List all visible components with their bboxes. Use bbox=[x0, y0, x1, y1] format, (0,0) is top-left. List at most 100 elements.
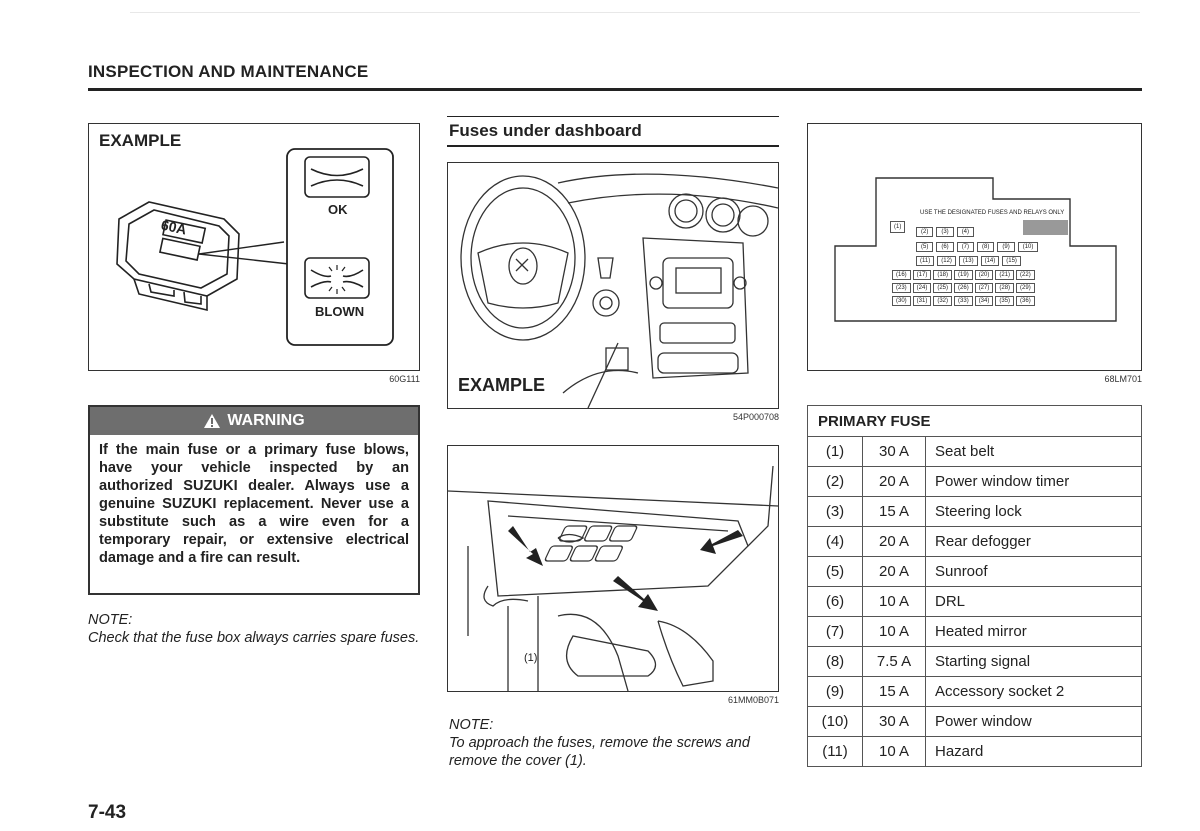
fuse-slot: (15) bbox=[1002, 256, 1021, 266]
page-number: 7-43 bbox=[88, 802, 127, 823]
fuse-slot: (22) bbox=[1016, 270, 1035, 280]
fuse-panel-figure: USE THE DESIGNATED FUSES AND RELAYS ONLY… bbox=[807, 123, 1142, 371]
fuse-slot: (36) bbox=[1016, 296, 1035, 306]
fuse-slot: (24) bbox=[912, 283, 932, 293]
fuse-circuit-name: DRL bbox=[925, 586, 1142, 617]
fuse-amperage: 7.5 A bbox=[862, 646, 926, 677]
fuse-slot-row-f: (30) (31) (32) (33) (34) (35) (36) bbox=[892, 296, 1035, 306]
fuse-panel-outline bbox=[834, 177, 1117, 322]
fuses-under-dashboard-heading: Fuses under dashboard bbox=[447, 116, 779, 147]
fuse-slot-row-b: (5) (6) (7) (8) (9) (10) bbox=[916, 242, 1039, 252]
fuse-slot-row-a: (2) (3) (4) bbox=[916, 227, 975, 237]
fuse-circuit-name: Hazard bbox=[925, 736, 1142, 767]
fuse-slot: (11) bbox=[916, 256, 935, 266]
fuse-illustration bbox=[116, 148, 394, 346]
figure-code: 61MM0B071 bbox=[727, 695, 779, 705]
warning-box: WARNING If the main fuse or a primary fu… bbox=[88, 405, 420, 595]
fuse-slot: (35) bbox=[995, 296, 1015, 306]
fuse-circuit-name: Seat belt bbox=[925, 436, 1142, 467]
warning-title: WARNING bbox=[227, 412, 305, 429]
fuse-circuit-name: Power window timer bbox=[925, 466, 1142, 497]
section-title: INSPECTION AND MAINTENANCE bbox=[88, 62, 369, 81]
fuse-slot: (9) bbox=[997, 242, 1015, 252]
fuse-slot: (1) bbox=[890, 221, 906, 233]
section-rule bbox=[88, 88, 1142, 91]
fuse-slot: (27) bbox=[974, 283, 994, 293]
fuse-slot: (14) bbox=[980, 256, 1000, 266]
fuse-slot: (7) bbox=[956, 242, 975, 252]
fuse-circuit-name: Rear defogger bbox=[925, 526, 1142, 557]
fuse-amperage: 30 A bbox=[862, 436, 926, 467]
fuse-slot: (4) bbox=[956, 227, 975, 237]
fuse-slot: (21) bbox=[995, 270, 1015, 280]
fuse-number: (4) bbox=[807, 526, 863, 557]
dashboard-figure: EXAMPLE bbox=[447, 162, 779, 409]
fuse-slot: (17) bbox=[912, 270, 932, 280]
fuse-circuit-name: Accessory socket 2 bbox=[925, 676, 1142, 707]
fuse-circuit-name: Power window bbox=[925, 706, 1142, 737]
fuse-slot: (16) bbox=[892, 270, 911, 280]
dashboard-illustration bbox=[460, 173, 778, 408]
fuse-circuit-name: Sunroof bbox=[925, 556, 1142, 587]
note-text: To approach the fuses, remove the screws… bbox=[449, 735, 750, 769]
figure-example-label: EXAMPLE bbox=[99, 131, 182, 150]
fuse-slot: (6) bbox=[936, 242, 954, 252]
fuse-slot: (18) bbox=[933, 270, 953, 280]
note-label: NOTE: bbox=[449, 717, 494, 733]
fuse-slot-row-d: (16) (17) (18) (19) (20) (21) (22) bbox=[892, 270, 1035, 280]
fuse-number: (1) bbox=[807, 436, 863, 467]
note-2: NOTE: To approach the fuses, remove the … bbox=[449, 716, 781, 770]
fuse-amperage: 15 A bbox=[862, 496, 926, 527]
section-heading: Fuses under dashboard bbox=[449, 121, 642, 140]
fuse-slot: (12) bbox=[937, 256, 956, 266]
note-text: Check that the fuse box always carries s… bbox=[88, 630, 420, 646]
fuse-slot: (5) bbox=[916, 242, 934, 252]
fuse-slot-row-c: (11) (12) (13) (14) (15) bbox=[916, 256, 1021, 266]
fuse-amperage: 30 A bbox=[862, 706, 926, 737]
fuse-slot: (8) bbox=[977, 242, 995, 252]
fuse-cover-figure: (1) bbox=[447, 445, 779, 692]
fuse-number: (3) bbox=[807, 496, 863, 527]
fuse-amperage: 10 A bbox=[862, 736, 926, 767]
blown-label: BLOWN bbox=[315, 304, 365, 319]
main-fuse-drawing bbox=[116, 201, 240, 312]
fuse-number: (6) bbox=[807, 586, 863, 617]
fuse-number: (9) bbox=[807, 676, 863, 707]
warning-header: WARNING bbox=[90, 407, 418, 435]
figure-code: 68LM701 bbox=[1104, 374, 1142, 384]
fuse-slot: (20) bbox=[974, 270, 994, 280]
fuse-slot: (26) bbox=[954, 283, 973, 293]
fuse-example-figure: EXAMPLE 60A OK BLOWN bbox=[88, 123, 420, 371]
fuse-number: (7) bbox=[807, 616, 863, 647]
fuse-slot: (3) bbox=[936, 227, 954, 237]
panel-caution-text: USE THE DESIGNATED FUSES AND RELAYS ONLY bbox=[920, 210, 1065, 216]
fuse-number: (8) bbox=[807, 646, 863, 677]
fuse-cover-illustration bbox=[448, 465, 778, 691]
fuse-amperage: 15 A bbox=[862, 676, 926, 707]
fuse-slot: (34) bbox=[974, 296, 994, 306]
fuse-amperage: 20 A bbox=[862, 466, 926, 497]
fuse-amperage: 10 A bbox=[862, 586, 926, 617]
fuse-circuit-name: Heated mirror bbox=[925, 616, 1142, 647]
fuse-slot: (30) bbox=[892, 296, 911, 306]
warning-text: If the main fuse or a primary fuse blows… bbox=[99, 442, 409, 566]
fuse-slot: (10) bbox=[1017, 242, 1039, 252]
fuse-circuit-name: Starting signal bbox=[925, 646, 1142, 677]
note-label: NOTE: bbox=[88, 612, 133, 628]
fuse-amperage: 10 A bbox=[862, 616, 926, 647]
fuse-number: (5) bbox=[807, 556, 863, 587]
fuse-number: (11) bbox=[807, 736, 863, 767]
fuse-slot: (31) bbox=[912, 296, 932, 306]
fuse-slot: (19) bbox=[954, 270, 973, 280]
